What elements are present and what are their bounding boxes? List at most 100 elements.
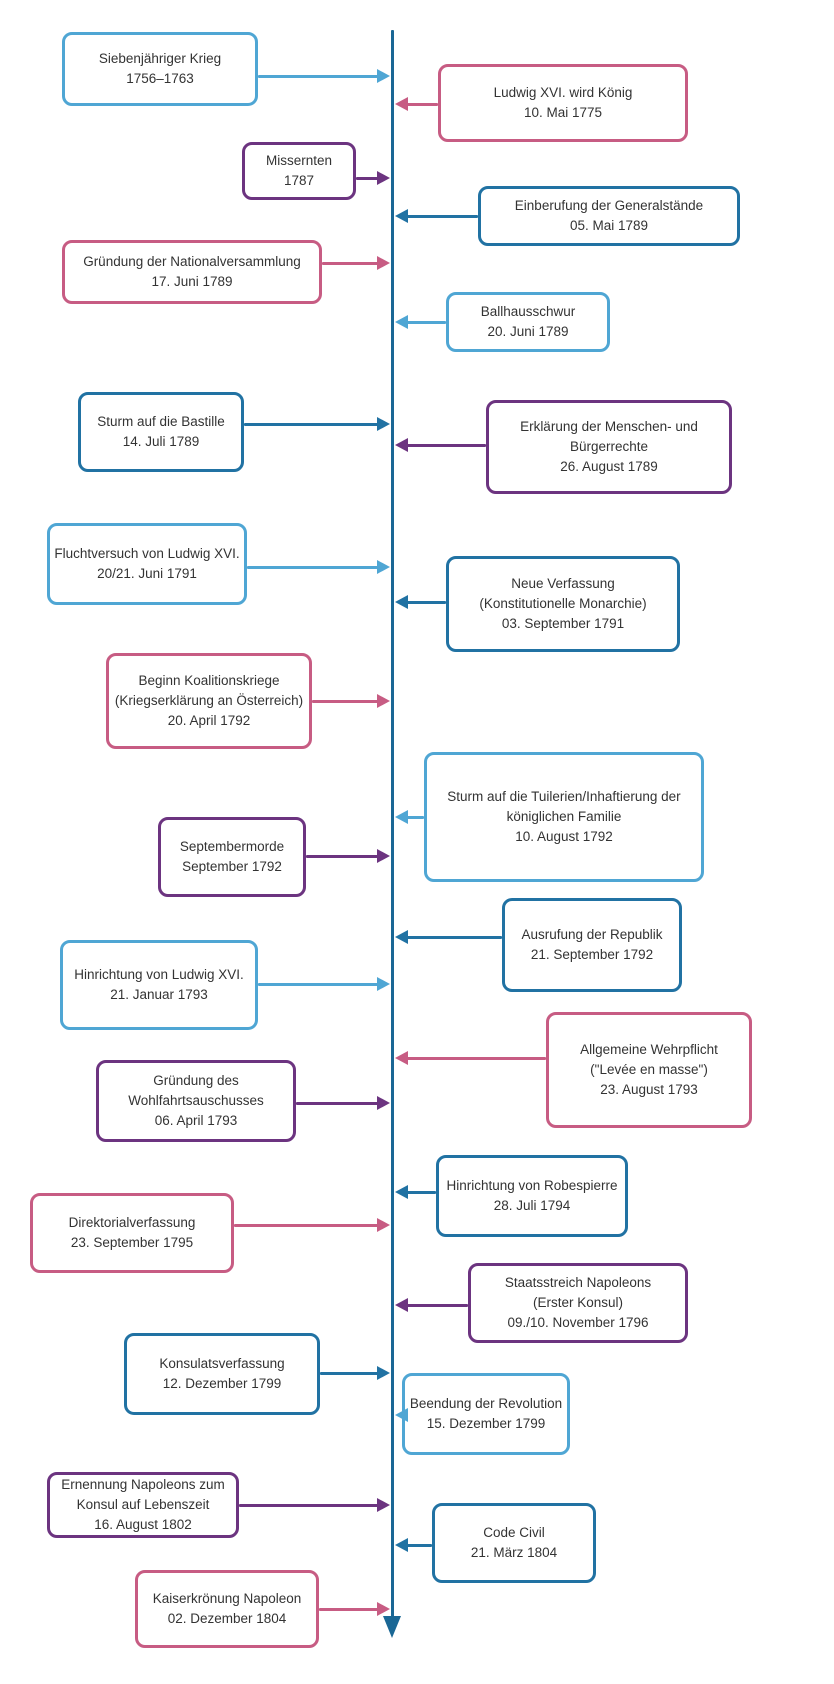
arrowhead-left-icon [395,1298,408,1312]
event-label-line: 20. Juni 1789 [487,324,569,339]
arrowhead-left-icon [395,1538,408,1552]
event-box: Staatsstreich Napoleons (Erster Konsul) 09… [468,1263,688,1343]
event-box: Konsulatsverfassung 12. Dezember 1799 [124,1333,320,1415]
arrowhead-left-icon [395,810,408,824]
arrowhead-right-icon [377,171,390,185]
arrowhead-left-icon [395,1408,408,1422]
arrowhead-right-icon [377,256,390,270]
event-box: Einberufung der Generalstände 05. Mai 178… [478,186,740,246]
arrowhead-left-icon [395,930,408,944]
arrowhead-left-icon [395,315,408,329]
event-connector-arrow [407,815,424,819]
event-label-line: Ausrufung der Republik [521,926,663,942]
event-label-line: 20/21. Juni 1791 [97,566,197,581]
event-connector-arrow [407,320,446,324]
event-label-line: Hinrichtung von Ludwig XVI. [74,966,244,982]
event-box: Fluchtversuch von Ludwig XVI. 20/21. Juni… [47,523,247,605]
event-connector-arrow [319,1607,378,1611]
event-label-line: 16. August 1802 [94,1517,192,1533]
event-label-line: 10. August 1792 [515,829,613,845]
event-box: Hinrichtung von Ludwig XVI. 21. Januar 17… [60,940,258,1030]
event-label-line: Code Civil [483,1524,545,1540]
event-label-line: Bürgerrechte [569,438,649,454]
event-label-line: 1756–1763 [126,71,194,86]
event-label-line: 09./10. November 1796 [507,1315,649,1331]
event-connector-arrow [258,982,378,986]
timeline-axis [390,30,394,1618]
event-label-line: ("Levée en masse") [590,1061,708,1077]
event-connector-arrow [407,1543,432,1547]
arrowhead-right-icon [377,69,390,83]
arrowhead-left-icon [395,97,408,111]
arrowhead-right-icon [377,1498,390,1512]
event-label-line: Kaiserkrönung Napoleon [152,1590,302,1606]
event-connector-arrow [247,565,378,569]
event-label-line: 17. Juni 1789 [151,274,233,289]
event-connector-arrow [296,1101,378,1105]
event-connector-arrow [258,74,378,78]
event-connector-arrow [407,214,478,218]
event-box: Neue Verfassung(Konstitutionelle Monarch… [446,556,680,652]
event-label-line: Fluchtversuch von Ludwig XVI. [54,545,240,561]
arrowhead-right-icon [377,849,390,863]
event-connector-arrow [306,854,378,858]
event-connector-arrow [234,1223,378,1227]
event-label-line: (Erster Konsul) [532,1294,624,1310]
event-connector-arrow [239,1503,378,1507]
event-label-line: 05. Mai 1789 [569,218,649,233]
event-label-line: 28. Juli 1794 [493,1198,571,1213]
arrowhead-right-icon [377,694,390,708]
event-label-line: 20. April 1792 [167,713,251,729]
event-connector-arrow [320,1371,378,1375]
event-connector-arrow [356,176,378,180]
event-label-line: Sturm auf die Bastille [97,413,225,429]
arrowhead-right-icon [377,1602,390,1616]
event-label-line: 21. Januar 1793 [110,987,208,1002]
event-box: Ballhausschwur 20. Juni 1789 [446,292,610,352]
event-label-line: Ludwig XVI. wird König [493,84,633,100]
event-connector-arrow [407,935,502,939]
event-connector-arrow [407,1303,468,1307]
event-label-line: 03. September 1791 [501,616,625,632]
arrowhead-left-icon [395,1185,408,1199]
event-label-line: Missernten [265,152,333,168]
event-label-line: Gründung der Nationalversammlung [83,253,301,269]
event-label-line: Konsulatsverfassung [159,1355,285,1371]
event-label-line: 12. Dezember 1799 [162,1376,282,1391]
arrowhead-right-icon [377,417,390,431]
timeline-axis-arrowhead-icon [383,1616,401,1638]
arrowhead-right-icon [377,1218,390,1232]
event-label-line: Direktorialverfassung [68,1214,196,1230]
arrowhead-left-icon [395,209,408,223]
event-connector-arrow [407,443,486,447]
event-label-line: Ballhausschwur [480,303,576,319]
event-label-line: Septembermorde [179,838,285,854]
event-label-line: Wohlfahrtsauschusses [128,1092,264,1108]
event-box: Gründung der Nationalversammlung 17. Juni… [62,240,322,304]
event-label-line: 10. Mai 1775 [523,105,603,120]
event-label-line: (Konstitutionelle Monarchie) [479,595,647,611]
event-label-line: Staatsstreich Napoleons [504,1274,652,1290]
event-label-line: Gründung des [153,1072,239,1088]
event-connector-arrow [322,261,378,265]
event-label-line: September 1792 [182,859,282,874]
event-label-line: Siebenjähriger Krieg [98,50,222,66]
event-label-line: Einberufung der Generalstände [514,197,704,213]
event-label-line: 23. August 1793 [600,1082,698,1098]
arrowhead-right-icon [377,1366,390,1380]
event-box: Beginn Koalitionskriege(Kriegserklärung … [106,653,312,749]
event-label-line: Hinrichtung von Robespierre [446,1177,618,1193]
event-label-line: Erklärung der Menschen- und [520,418,698,434]
event-connector-arrow [407,1190,436,1194]
event-connector-arrow [407,1056,546,1060]
